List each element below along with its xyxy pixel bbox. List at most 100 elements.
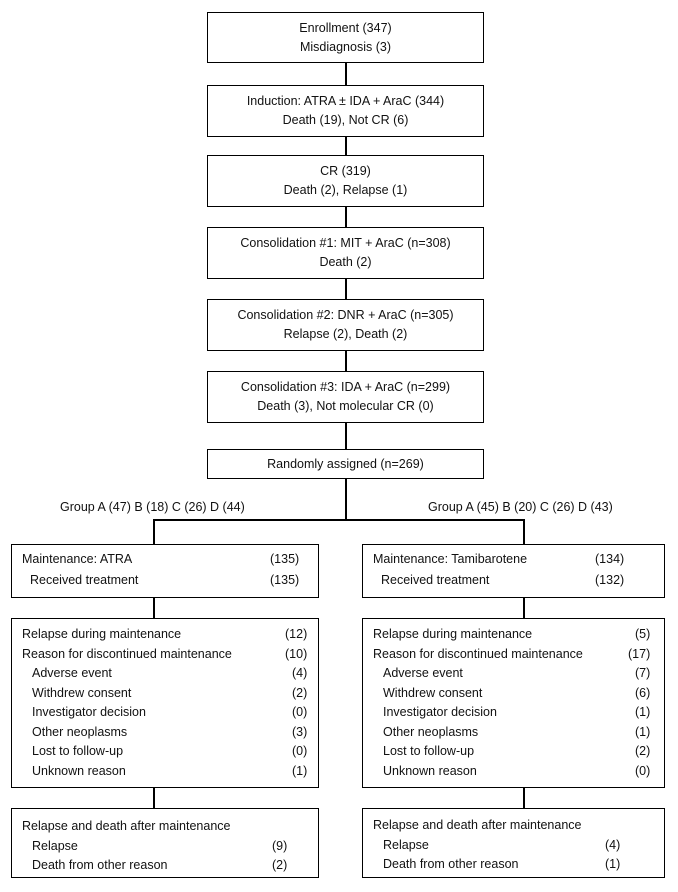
misdiagnosis-count: Misdiagnosis (3)	[299, 39, 391, 54]
connector-right-discontinued-after	[523, 787, 525, 809]
induction-box: Induction: ATRA ± IDA + AraC (344) Death…	[207, 85, 484, 137]
right-reason-item-label: Adverse event	[383, 666, 463, 680]
left-maintenance-title: Maintenance: ATRA	[22, 552, 133, 566]
randomized-box: Randomly assigned (n=269)	[207, 449, 484, 479]
right-reason-item-row: Unknown reason (0)	[363, 761, 664, 781]
connector-cr-consolidation1	[345, 206, 347, 228]
right-after-title-row: Relapse and death after maintenance	[363, 815, 664, 835]
left-reason-item-count: (2)	[292, 685, 308, 700]
enrollment-count: Enrollment (347)	[299, 20, 392, 35]
consolidation2-outcomes: Relapse (2), Death (2)	[283, 327, 408, 341]
right-group-counts: Group A (45) B (20) C (26) D (43)	[428, 500, 613, 514]
consolidation2-box: Consolidation #2: DNR + AraC (n=305) Rel…	[207, 299, 484, 351]
right-maintenance-count: (134)	[595, 552, 625, 566]
right-after-death-count: (1)	[605, 857, 621, 871]
left-reason-item-row: Unknown reason (1)	[12, 761, 318, 781]
right-reason-item-count: (0)	[635, 763, 651, 778]
left-maintenance-count: (135)	[270, 552, 300, 566]
connector-induction-cr	[345, 136, 347, 156]
left-reason-item-count: (0)	[292, 744, 308, 758]
left-after-title-row: Relapse and death after maintenance	[12, 816, 318, 836]
left-relapse-during-label: Relapse during maintenance	[22, 627, 182, 641]
left-after-death-row: Death from other reason (2)	[12, 855, 318, 875]
left-after-title: Relapse and death after maintenance	[22, 819, 231, 833]
right-reason-row: Reason for discontinued maintenance (17)	[363, 644, 664, 664]
left-reason-item-row: Withdrew consent (2)	[12, 683, 318, 703]
left-relapse-during-row: Relapse during maintenance (12)	[12, 624, 318, 644]
left-reason-item-label: Withdrew consent	[32, 685, 132, 700]
left-reason-item-count: (1)	[292, 763, 308, 778]
right-relapse-during-count: (5)	[635, 627, 651, 641]
left-reason-item-count: (0)	[292, 705, 308, 719]
cr-outcomes: Death (2), Relapse (1)	[283, 183, 408, 197]
left-discontinued-box: Relapse during maintenance (12) Reason f…	[11, 618, 319, 788]
cr-count: CR (319)	[320, 164, 371, 178]
left-reason-item-row: Lost to follow-up (0)	[12, 741, 318, 761]
right-reason-item-count: (2)	[635, 744, 651, 758]
right-reason-count: (17)	[628, 646, 651, 661]
right-received-count: (132)	[595, 573, 625, 587]
right-reason-item-row: Adverse event (7)	[363, 663, 664, 683]
left-reason-item-count: (4)	[292, 666, 308, 680]
right-reason-label: Reason for discontinued maintenance	[373, 646, 583, 661]
right-after-box: Relapse and death after maintenance Rela…	[362, 808, 665, 878]
left-maintenance-box: Maintenance: ATRA (135) Received treatme…	[11, 544, 319, 598]
connector-consolidation3-randomized	[345, 422, 347, 450]
connector-consolidation1-consolidation2	[345, 278, 347, 300]
randomized-label: Randomly assigned (n=269)	[267, 456, 424, 471]
right-relapse-during-label: Relapse during maintenance	[373, 627, 533, 641]
right-reason-item-count: (1)	[635, 705, 651, 719]
right-after-relapse-row: Relapse (4)	[363, 835, 664, 855]
connector-enrollment-induction	[345, 62, 347, 86]
left-reason-item-count: (3)	[292, 724, 308, 739]
connector-left-discontinued-after	[153, 787, 155, 809]
consolidation1-label: Consolidation #1: MIT + AraC (n=308)	[240, 236, 451, 250]
consolidation3-box: Consolidation #3: IDA + AraC (n=299) Dea…	[207, 371, 484, 423]
connector-randomized-split	[345, 478, 347, 520]
right-maintenance-title: Maintenance: Tamibarotene	[373, 552, 528, 566]
consolidation1-box: Consolidation #1: MIT + AraC (n=308) Dea…	[207, 227, 484, 279]
right-reason-item-label: Unknown reason	[383, 763, 477, 778]
consolidation3-outcomes: Death (3), Not molecular CR (0)	[257, 399, 434, 413]
left-reason-item-label: Investigator decision	[32, 705, 146, 719]
right-after-title: Relapse and death after maintenance	[373, 818, 582, 832]
right-reason-item-row: Lost to follow-up (2)	[363, 741, 664, 761]
cr-box: CR (319) Death (2), Relapse (1)	[207, 155, 484, 207]
left-after-relapse-row: Relapse (9)	[12, 836, 318, 856]
connector-split-left	[153, 519, 155, 545]
right-discontinued-box: Relapse during maintenance (5) Reason fo…	[362, 618, 665, 788]
connector-consolidation2-consolidation3	[345, 350, 347, 372]
consolidation1-outcomes: Death (2)	[319, 255, 372, 269]
left-group-counts: Group A (47) B (18) C (26) D (44)	[60, 500, 245, 514]
connector-split-horizontal	[153, 519, 524, 521]
left-after-death-label: Death from other reason	[32, 858, 168, 872]
right-reason-item-count: (6)	[635, 685, 651, 700]
left-after-relapse-count: (9)	[272, 839, 288, 853]
left-reason-count: (10)	[285, 646, 308, 661]
right-reason-item-count: (1)	[635, 724, 651, 739]
right-maintenance-title-row: Maintenance: Tamibarotene (134)	[363, 549, 664, 569]
left-reason-row: Reason for discontinued maintenance (10)	[12, 644, 318, 664]
left-after-box: Relapse and death after maintenance Rela…	[11, 808, 319, 878]
induction-outcomes: Death (19), Not CR (6)	[282, 113, 409, 127]
left-reason-item-label: Unknown reason	[32, 763, 126, 778]
right-received-label: Received treatment	[381, 573, 490, 587]
left-after-death-count: (2)	[272, 858, 288, 872]
left-reason-item-label: Adverse event	[32, 666, 112, 680]
right-reason-item-row: Other neoplasms (1)	[363, 722, 664, 742]
enrollment-box: Enrollment (347) Misdiagnosis (3)	[207, 12, 484, 63]
left-reason-item-label: Lost to follow-up	[32, 744, 124, 758]
left-reason-label: Reason for discontinued maintenance	[22, 646, 232, 661]
consolidation2-label: Consolidation #2: DNR + AraC (n=305)	[237, 308, 454, 322]
right-reason-item-row: Investigator decision (1)	[363, 702, 664, 722]
right-reason-item-row: Withdrew consent (6)	[363, 683, 664, 703]
left-received-count: (135)	[270, 573, 300, 587]
left-after-relapse-label: Relapse	[32, 839, 78, 853]
right-reason-item-label: Lost to follow-up	[383, 744, 475, 758]
connector-right-maintenance-discontinued	[523, 597, 525, 619]
left-relapse-during-count: (12)	[285, 627, 308, 641]
right-relapse-during-row: Relapse during maintenance (5)	[363, 624, 664, 644]
right-after-relapse-label: Relapse	[383, 838, 429, 852]
right-reason-item-count: (7)	[635, 666, 651, 680]
right-after-relapse-count: (4)	[605, 838, 621, 852]
